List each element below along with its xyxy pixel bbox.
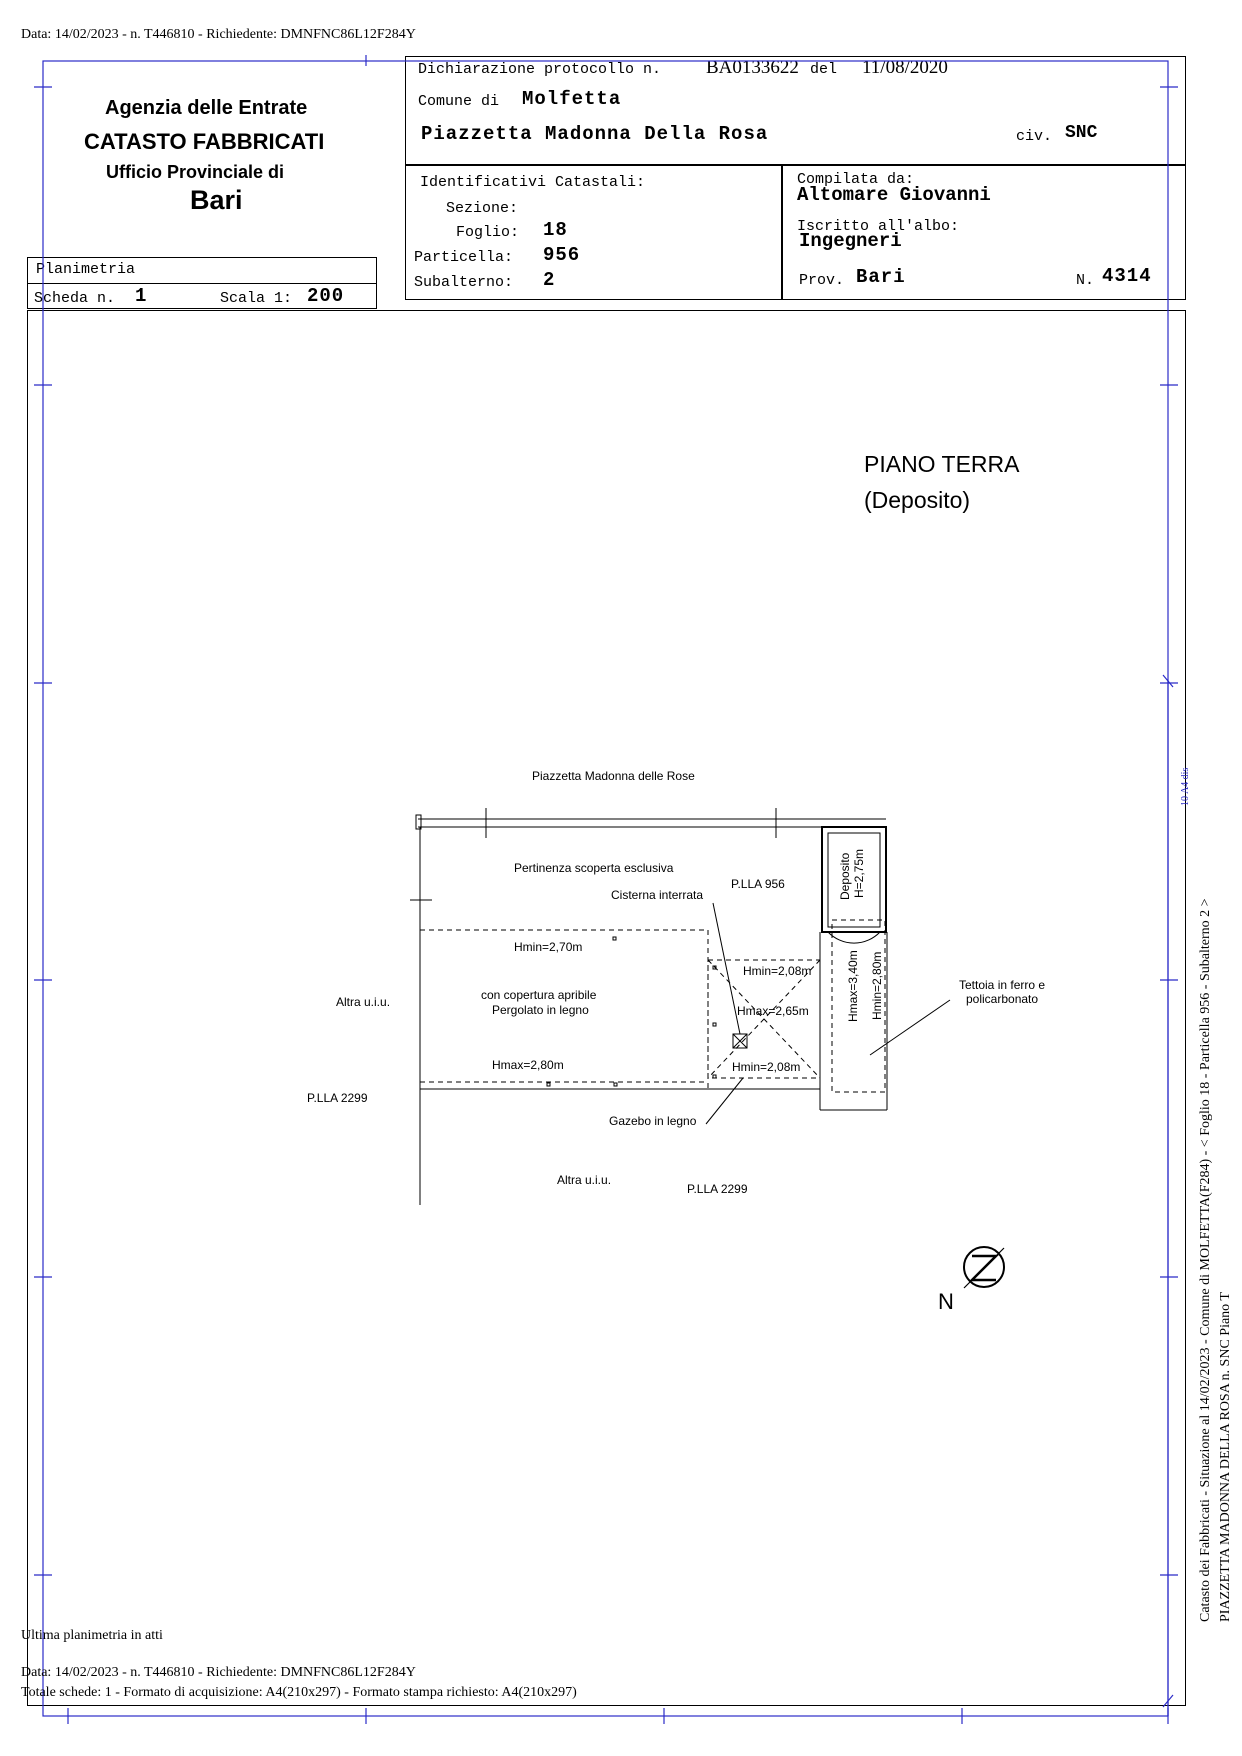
blue-frame [34, 55, 1178, 1724]
hmin-270-label: Hmin=2,70m [514, 940, 583, 954]
scheda-label: Scheda n. [34, 290, 116, 307]
particella-value: 956 [543, 244, 581, 266]
scala-label: Scala 1: [220, 290, 293, 307]
pll-2299-bottom-label: P.LLA 2299 [687, 1182, 748, 1196]
altra-uiu-left-label: Altra u.i.u. [336, 995, 391, 1009]
identifiers-box [405, 165, 782, 300]
subalterno-value: 2 [543, 269, 556, 291]
footer-totals-line: Totale schede: 1 - Formato di acquisizio… [21, 1685, 577, 1700]
civ-label: civ. [1016, 128, 1053, 145]
subalterno-label: Subalterno: [414, 274, 514, 291]
prov-label: Prov. [799, 272, 845, 289]
identifiers-title: Identificativi Catastali: [420, 174, 646, 191]
tettoia-label-2: policarbonato [966, 992, 1039, 1006]
altra-uiu-bottom-label: Altra u.i.u. [557, 1173, 612, 1187]
side-info-line-1: Catasto dei Fabbricati - Situazione al 1… [1198, 898, 1213, 1622]
hmin-208-top-label: Hmin=2,08m [743, 964, 812, 978]
foglio-label: Foglio: [456, 224, 520, 241]
comune-label: Comune di [418, 93, 500, 110]
hmax-340-label: Hmax=3,40m [846, 950, 860, 1022]
declaration-box [405, 56, 1186, 165]
hmin-280-vertical-label: Hmin=2,80m [870, 951, 884, 1020]
n-value: 4314 [1102, 265, 1152, 287]
protocol-date: 11/08/2020 [862, 57, 948, 78]
floor-subtitle: (Deposito) [864, 487, 971, 513]
comune-value: Molfetta [522, 88, 622, 110]
hmin-208-bottom-label: Hmin=2,08m [732, 1060, 801, 1074]
north-label: N [938, 1289, 954, 1314]
protocol-date-label: del [810, 61, 838, 78]
pertinenza-label: Pertinenza scoperta esclusiva [514, 861, 674, 875]
hmax-265-label: Hmax=2,65m [737, 1004, 809, 1018]
side-scale-mark: 10 A4 dis [1180, 767, 1191, 806]
deposito-label: Deposito [838, 852, 852, 900]
compilata-label: Compilata da: [797, 171, 915, 188]
copertura-label: con copertura apribile [481, 988, 597, 1002]
protocol-label: Dichiarazione protocollo n. [418, 61, 662, 78]
agency-city: Bari [190, 185, 243, 215]
request-info-line: Data: 14/02/2023 - n. T446810 - Richiede… [21, 27, 416, 42]
n-label: N. [1076, 272, 1095, 289]
drawing-frame [27, 310, 1186, 1706]
prov-value: Bari [856, 266, 906, 288]
agency-dept: CATASTO FABBRICATI [84, 129, 325, 154]
cisterna-label: Cisterna interrata [611, 888, 704, 902]
albo-label: Iscritto all'albo: [797, 218, 960, 235]
scheda-value: 1 [135, 285, 148, 307]
sheet-divider [27, 283, 377, 284]
foglio-value: 18 [543, 219, 568, 241]
address: Piazzetta Madonna Della Rosa [421, 123, 769, 145]
side-info-line-2: PIAZZETTA MADONNA DELLA ROSA n. SNC Pian… [1218, 1292, 1233, 1622]
footer-data-line: Data: 14/02/2023 - n. T446810 - Richiede… [21, 1665, 416, 1680]
tettoia-label-1: Tettoia in ferro e [959, 978, 1046, 992]
last-plan-note: Ultima planimetria in atti [21, 1628, 163, 1643]
agency-name: Agenzia delle Entrate [105, 97, 308, 119]
agency-office: Ufficio Provinciale di [106, 162, 285, 182]
sheet-type: Planimetria [36, 261, 136, 278]
deposito-height: H=2,75m [852, 848, 866, 898]
north-arrow-icon [963, 1246, 1005, 1289]
civ-value: SNC [1065, 123, 1098, 143]
street-label: Piazzetta Madonna delle Rose [532, 769, 695, 783]
albo-value: Ingegneri [799, 230, 902, 252]
hmax-280-label: Hmax=2,80m [492, 1058, 564, 1072]
scala-value: 200 [307, 285, 345, 307]
pergolato-label: Pergolato in legno [492, 1003, 589, 1017]
plan-geometry [410, 808, 951, 1205]
protocol-value: BA0133622 [706, 57, 799, 78]
pll-2299-left-label: P.LLA 2299 [307, 1091, 368, 1105]
compiler-box [782, 165, 1186, 300]
particella-label: Particella: [414, 249, 514, 266]
compilata-value: Altomare Giovanni [797, 184, 991, 206]
floor-title: PIANO TERRA [864, 451, 1020, 477]
pll-956-label: P.LLA 956 [731, 877, 785, 891]
sezione-label: Sezione: [446, 200, 519, 217]
gazebo-label: Gazebo in legno [609, 1114, 697, 1128]
